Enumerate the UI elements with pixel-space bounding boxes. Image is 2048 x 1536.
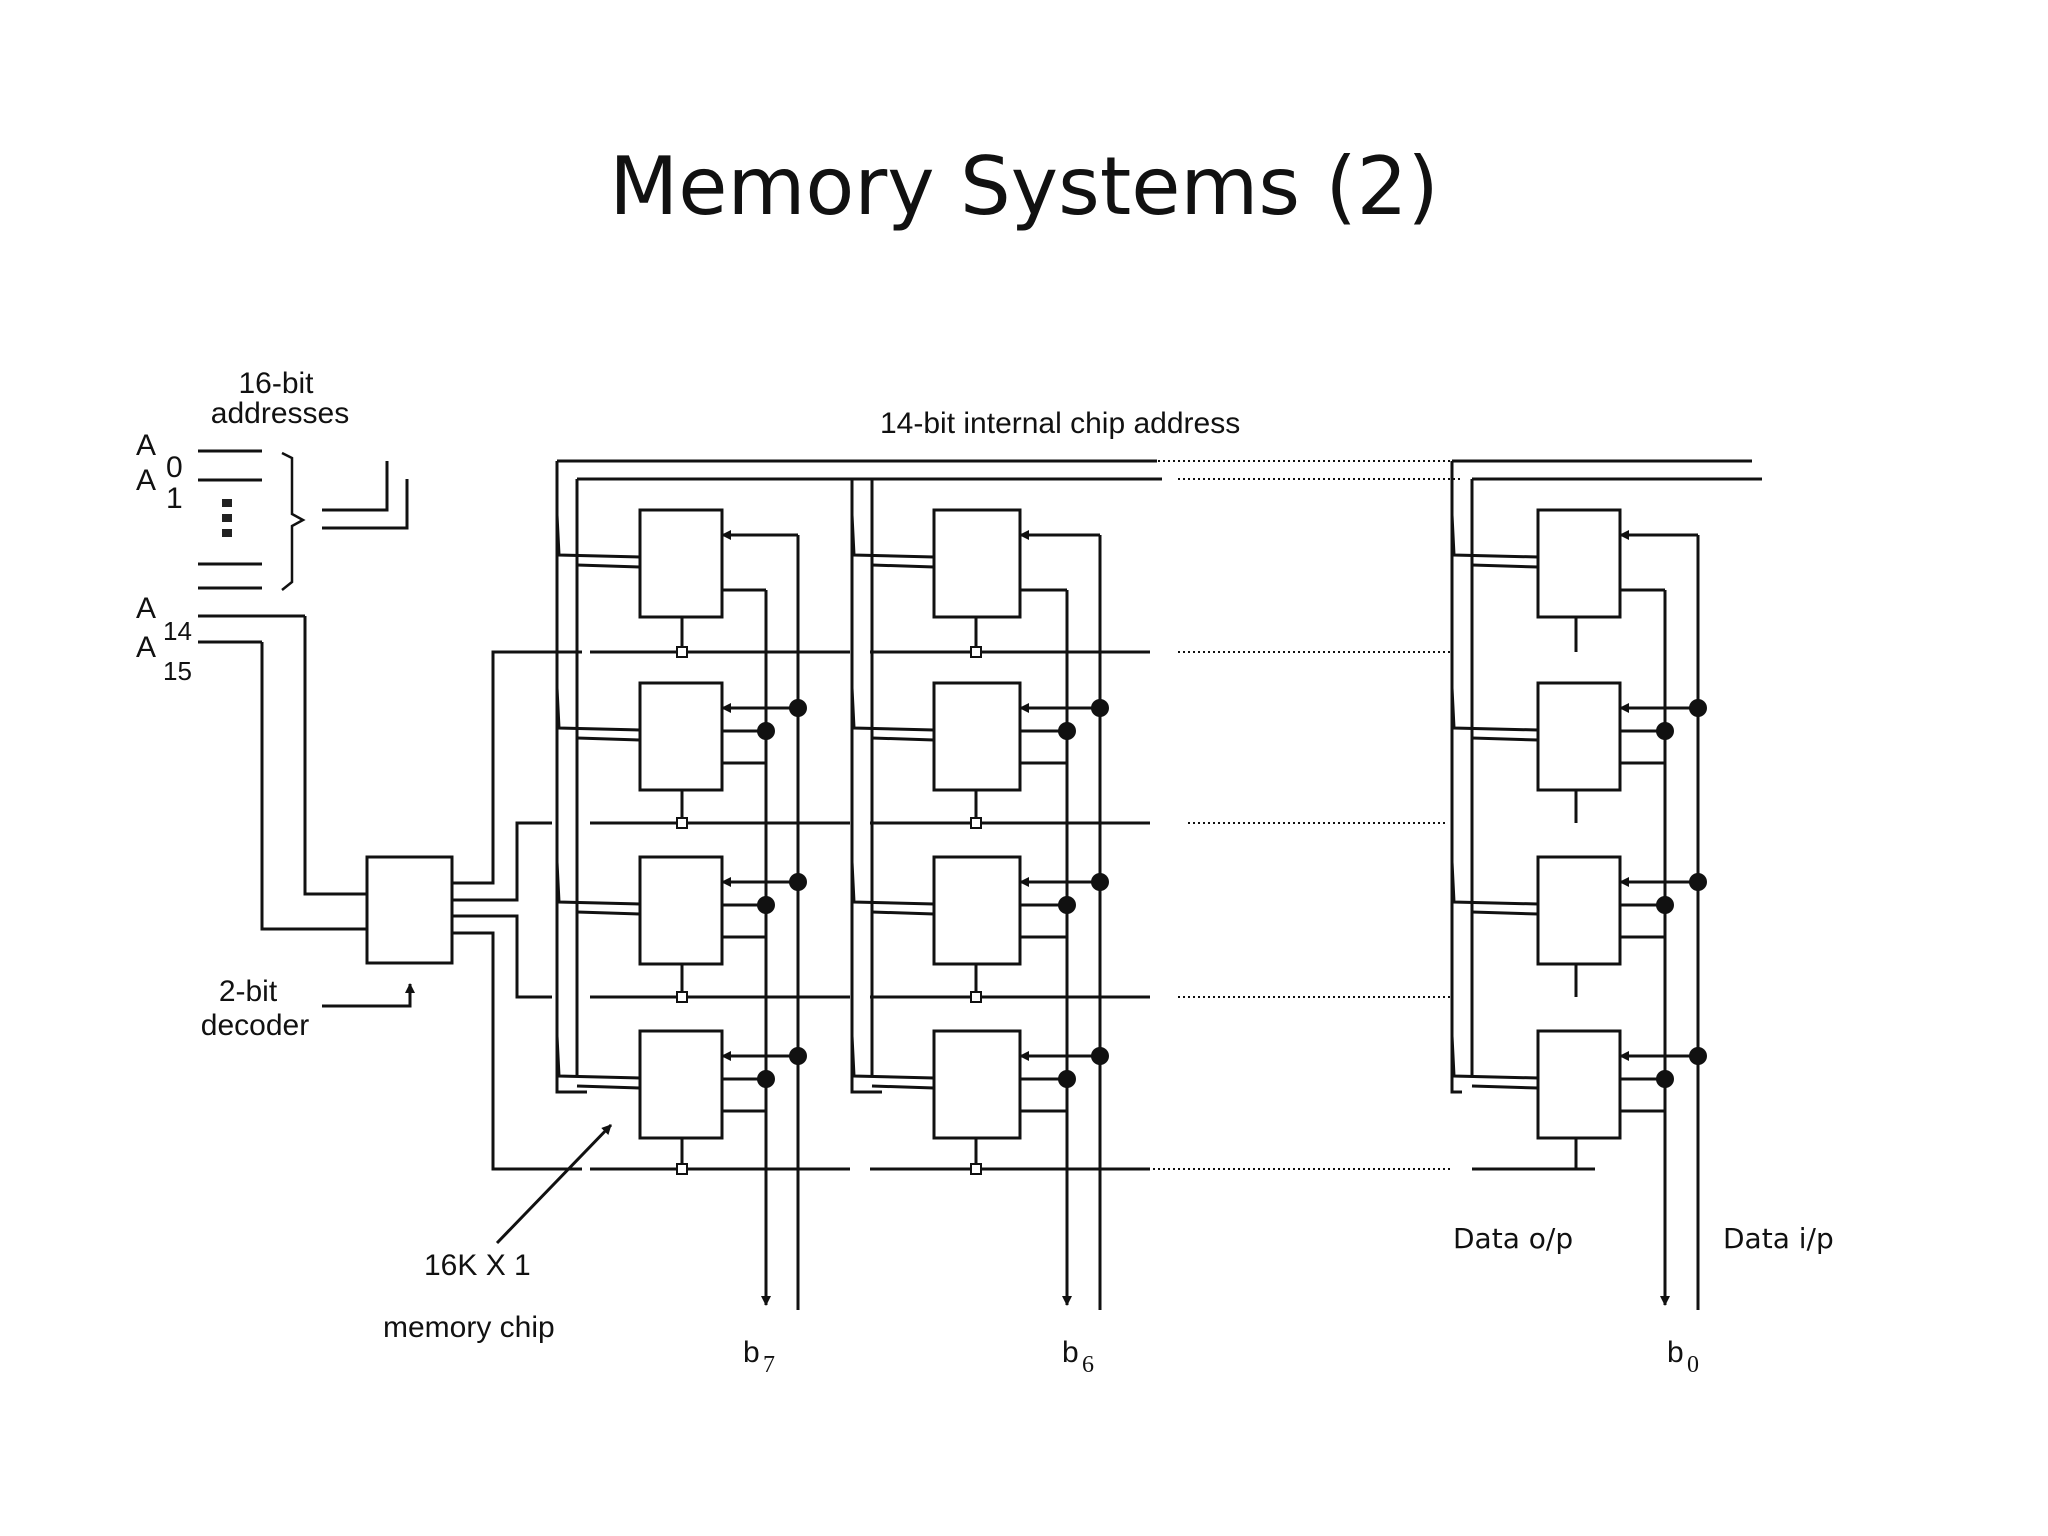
chip-address-feed-inner	[871, 563, 935, 569]
address-a14-letter: A	[136, 592, 156, 625]
address-a0-sub: 0	[166, 451, 183, 484]
address-bus-vertical	[1450, 461, 1462, 1094]
memory-chip	[932, 855, 1022, 966]
decoder-box	[365, 855, 454, 965]
address-a1-letter: A	[136, 464, 156, 497]
memory-chip	[932, 1029, 1022, 1140]
address-a15-letter: A	[136, 631, 156, 664]
chip-address-feed-inner	[871, 736, 935, 742]
address-a1-sub: 1	[166, 482, 183, 515]
chip-address-feed-inner	[871, 910, 935, 916]
chip-address-feed-inner	[576, 910, 641, 916]
decoder-label-line2: decoder	[201, 1009, 309, 1042]
chip-select-connector	[676, 817, 688, 829]
chip-address-feed	[555, 687, 641, 732]
ellipsis-dots	[222, 499, 232, 537]
junction-dot	[1091, 699, 1109, 717]
memory-chip	[1536, 681, 1622, 792]
junction-dot	[789, 873, 807, 891]
data-in-label: Data i/p	[1723, 1222, 1834, 1255]
chip-address-feed	[555, 861, 641, 906]
memory-chip	[1536, 1029, 1622, 1140]
address-bus-vertical	[850, 479, 882, 1094]
data-out-label: Data o/p	[1453, 1222, 1573, 1255]
junction-dot	[789, 1047, 807, 1065]
memory-chip	[638, 1029, 724, 1140]
addresses-label-line2: addresses	[211, 397, 349, 430]
chip-address-feed	[1450, 687, 1539, 732]
chip-address-feed-inner	[576, 563, 641, 569]
chip-address-feed	[555, 514, 641, 559]
bit-output-b0-sub: 0	[1687, 1352, 1699, 1378]
chip-address-feed	[850, 1035, 935, 1080]
chip-address-feed-inner	[1471, 563, 1539, 569]
chip-address-feed-inner	[1471, 736, 1539, 742]
decoder-outputs	[452, 650, 582, 1171]
dotted-continuations	[1148, 460, 1475, 1170]
decoder-label-line1: 2-bit	[219, 975, 278, 1008]
chip-address-feed-inner	[576, 736, 641, 742]
bit-output-b0-letter: b	[1667, 1336, 1684, 1369]
chip-address-feed	[850, 687, 935, 732]
chip-column-b6	[850, 477, 1162, 1310]
chip-select-connector	[970, 1163, 982, 1175]
chip-select-connector	[676, 646, 688, 658]
bit-output-b6-letter: b	[1062, 1336, 1079, 1369]
chip-address-feed	[1450, 514, 1539, 559]
chip-address-feed	[555, 1035, 641, 1080]
page-title: Memory Systems (2)	[609, 140, 1439, 233]
chip-select-connector	[970, 646, 982, 658]
memory-chip-label-line2: memory chip	[383, 1311, 555, 1344]
bit-output-b6-sub: 6	[1082, 1352, 1094, 1378]
chip-select-connector	[676, 1163, 688, 1175]
bit-output-b7-sub: 7	[763, 1352, 775, 1378]
chip-column-b7	[555, 459, 1157, 1310]
chip-address-feed	[850, 861, 935, 906]
junction-dot	[1689, 699, 1707, 717]
chip-address-feed-inner	[576, 1084, 641, 1090]
chip-address-feed-inner	[1471, 1084, 1539, 1090]
memory-chip-label-line1: 16K X 1	[424, 1249, 531, 1282]
chip-address-feed	[1450, 861, 1539, 906]
chip-address-feed	[1450, 1035, 1539, 1080]
memory-chip	[638, 681, 724, 792]
memory-chip	[1536, 508, 1622, 619]
junction-dot	[1689, 1047, 1707, 1065]
address-a15-sub: 15	[163, 656, 192, 686]
memory-chip	[1536, 855, 1622, 966]
chip-column-b0	[1450, 459, 1762, 1310]
address-a14-sub: 14	[163, 616, 192, 646]
chip-select-connector	[970, 991, 982, 1003]
chip-select-connector	[970, 817, 982, 829]
bit-output-b7-letter: b	[743, 1336, 760, 1369]
chip-address-feed	[850, 514, 935, 559]
chip-address-feed-inner	[871, 1084, 935, 1090]
junction-dot	[789, 699, 807, 717]
memory-chip	[638, 508, 724, 619]
chip-address-feed-inner	[1471, 910, 1539, 916]
junction-dot	[1091, 1047, 1109, 1065]
addresses-label-line1: 16-bit	[238, 367, 314, 400]
address-bus-vertical	[555, 461, 587, 1094]
chip-select-connector	[676, 991, 688, 1003]
address-input-wiring	[198, 449, 613, 1245]
memory-chip	[638, 855, 724, 966]
junction-dot	[1689, 873, 1707, 891]
chip-address-label: 14-bit internal chip address	[880, 407, 1240, 440]
address-a0-letter: A	[136, 429, 156, 462]
junction-dot	[1091, 873, 1109, 891]
memory-chip	[932, 508, 1022, 619]
memory-chip	[932, 681, 1022, 792]
